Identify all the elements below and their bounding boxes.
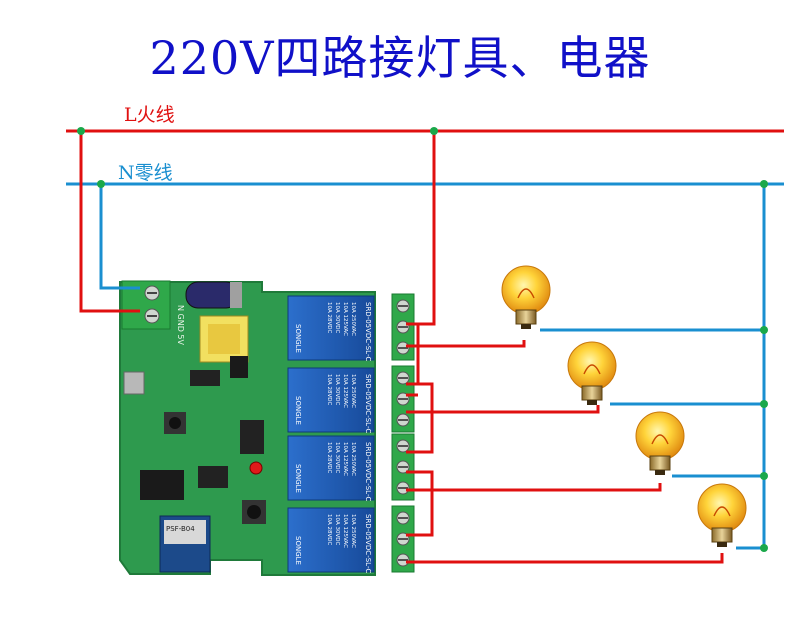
bulb-filament (583, 364, 601, 375)
relay-rating: 10A 125VAC (342, 442, 348, 476)
relay-rating: 10A 125VAC (342, 302, 348, 336)
junction-dot (760, 326, 768, 334)
live-wire-label: L火线 (124, 104, 175, 126)
relay-rating: 10A 28VDC (326, 374, 332, 406)
relay-rating: 10A 28VDC (326, 514, 332, 546)
neutral-wire-label: N零线 (118, 162, 173, 184)
power-terminal-block (121, 280, 171, 330)
junction-dot (77, 127, 85, 135)
pin-header (140, 470, 184, 500)
relay-brand: SONGLE (294, 464, 302, 493)
relay-terminal-4 (391, 505, 415, 573)
bulb-base (649, 455, 671, 471)
bulb-filament (517, 288, 535, 299)
light-bulb-icon (501, 265, 551, 329)
junction-dot (760, 544, 768, 552)
bulb-group (501, 265, 747, 547)
light-bulb-icon (567, 341, 617, 405)
chip (190, 370, 220, 386)
wifi-module: PSF-B04 (159, 515, 211, 573)
common-link (406, 470, 434, 537)
relay-brand: SONGLE (294, 324, 302, 353)
bulb-glass (635, 411, 685, 461)
light-bulb-icon (635, 411, 685, 475)
relay-rating: 10A 30VDC (334, 442, 340, 474)
relay-rating: 10A 30VDC (334, 374, 340, 406)
junction-dot (430, 127, 438, 135)
bulb-tip (655, 470, 665, 475)
relay-rating: 10A 30VDC (334, 302, 340, 334)
capacitor (185, 281, 242, 309)
relay-rating: 10A 28VDC (326, 442, 332, 474)
relay-body (287, 435, 375, 501)
transformer (199, 315, 249, 363)
relay-model: SRD-05VDC-SL-C (364, 442, 372, 501)
junction-dot (760, 180, 768, 188)
neutral-drop-to-board (99, 184, 140, 290)
bulb-tip (717, 542, 727, 547)
usb-port (123, 371, 145, 395)
live-drop-to-board (79, 131, 140, 313)
output-2 (406, 405, 600, 414)
relay-model: SRD-05VDC-SL-C (364, 514, 372, 573)
wire-group (66, 129, 784, 564)
relay-rating: 10A 250VAC (350, 302, 356, 336)
status-led (249, 461, 263, 475)
bulb-glass (567, 341, 617, 391)
relay-body (287, 507, 375, 573)
bulb-base (711, 527, 733, 543)
junction-dot (760, 472, 768, 480)
bulb-base (515, 309, 537, 325)
junction-dot (760, 400, 768, 408)
output-3 (406, 483, 662, 492)
relay-rating: 10A 250VAC (350, 374, 356, 408)
ic-chip (198, 466, 228, 488)
ic-chip (240, 420, 264, 454)
relay-body (287, 367, 375, 433)
relay-rating: 10A 250VAC (350, 514, 356, 548)
relay-rating: 10A 28VDC (326, 302, 332, 334)
relay-rating: 10A 125VAC (342, 374, 348, 408)
relay-terminal-1 (391, 293, 415, 361)
common-link (406, 382, 434, 454)
relay-model: SRD-05VDC-SL-C (364, 374, 372, 433)
relay-brand: SONGLE (294, 396, 302, 425)
relay-body (287, 295, 375, 361)
relay-rating: 10A 30VDC (334, 514, 340, 546)
relay-terminal-2 (391, 365, 415, 433)
relay-rating: 10A 250VAC (350, 442, 356, 476)
output-1 (406, 340, 526, 348)
bulb-glass (501, 265, 551, 315)
relay-rating: 10A 125VAC (342, 514, 348, 548)
wifi-module-label: PSF-B04 (166, 525, 195, 533)
bulb-glass (697, 483, 747, 533)
bulb-filament (713, 506, 731, 517)
regulator (230, 356, 248, 378)
bulb-tip (587, 400, 597, 405)
power-pins-label: N GND 5V (176, 305, 185, 346)
bulb-tip (521, 324, 531, 329)
relay-brand: SONGLE (294, 536, 302, 565)
junction-dot (97, 180, 105, 188)
relay-model: SRD-05VDC-SL-C (364, 302, 372, 361)
junction-group (77, 127, 768, 552)
live-feed (406, 131, 436, 326)
light-bulb-icon (697, 483, 747, 547)
bulb-base (581, 385, 603, 401)
bulb-filament (651, 434, 669, 445)
diagram-title: 220V四路接灯具、电器 (149, 31, 651, 85)
output-4 (406, 553, 724, 564)
